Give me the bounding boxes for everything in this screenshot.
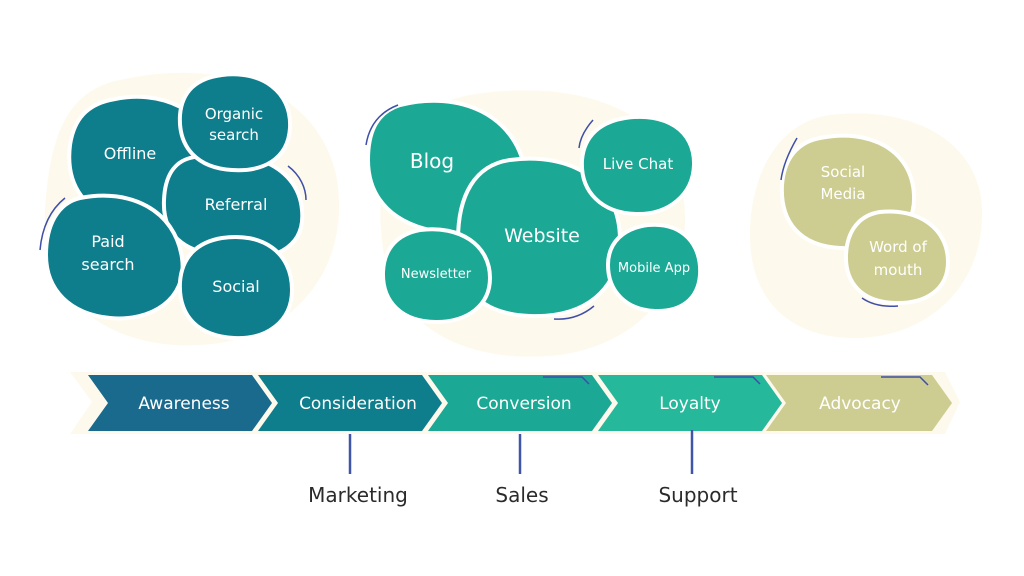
stage-label: Conversion xyxy=(476,394,571,414)
channel-label: Live Chat xyxy=(603,155,674,173)
department-support: Support xyxy=(658,430,738,507)
stage-conversion: Conversion xyxy=(428,375,612,431)
channel-label: search xyxy=(209,126,259,144)
department-label: Marketing xyxy=(308,483,408,507)
accent-stroke xyxy=(861,297,899,307)
department-label: Sales xyxy=(495,483,548,507)
channel-bubble-live-chat: Live Chat xyxy=(579,114,697,217)
stage-consideration: Consideration xyxy=(258,375,442,431)
channel-label: Word of xyxy=(869,238,928,256)
department-label: Support xyxy=(658,483,737,507)
stage-label: Awareness xyxy=(138,394,229,414)
accent-stroke xyxy=(881,376,929,386)
channel-bubble-word-of-mouth: Word of mouth xyxy=(843,209,951,306)
accent-stroke xyxy=(780,137,798,181)
stage-label: Advocacy xyxy=(819,394,901,414)
accent-stroke xyxy=(543,376,590,385)
channel-label: Blog xyxy=(410,149,454,173)
channel-bubble-mobile-app: Mobile App xyxy=(605,222,703,314)
accent-stroke xyxy=(553,305,595,320)
channel-label: Website xyxy=(504,225,580,247)
accent-stroke xyxy=(39,197,66,251)
departments: Marketing Sales Support xyxy=(308,430,738,507)
channel-label: Media xyxy=(820,185,865,203)
channel-bubble-newsletter: Newsletter xyxy=(380,227,493,325)
stage-advocacy: Advocacy xyxy=(766,375,952,431)
stage-label: Consideration xyxy=(299,394,417,414)
department-marketing: Marketing xyxy=(308,434,408,507)
channel-label: Newsletter xyxy=(401,267,472,282)
channel-label: Organic xyxy=(205,105,263,123)
accent-stroke xyxy=(287,165,307,201)
channel-bubble-social: Social xyxy=(177,235,295,341)
channel-label: Social xyxy=(821,163,865,181)
accent-stroke xyxy=(714,376,761,385)
stage-loyalty: Loyalty xyxy=(598,375,782,431)
stage-label: Loyalty xyxy=(659,394,721,414)
channel-label: Paid xyxy=(91,232,124,251)
channel-label: search xyxy=(81,255,134,274)
channel-label: Referral xyxy=(205,195,268,214)
channel-label: Social xyxy=(212,277,259,296)
channel-label: Offline xyxy=(104,144,157,163)
channel-label: Mobile App xyxy=(618,261,690,276)
channel-bubble-organic-search: Organic search xyxy=(177,72,293,173)
cluster-conversion: Blog Website Live Chat Newsletter Mobile… xyxy=(365,90,703,357)
department-sales: Sales xyxy=(495,434,549,507)
cluster-advocacy: Social Media Word of mouth xyxy=(749,113,983,339)
stage-awareness: Awareness xyxy=(88,375,272,431)
channel-label: mouth xyxy=(874,261,923,279)
stage-bar: Awareness Consideration Conversion Loyal… xyxy=(70,372,960,434)
accent-stroke xyxy=(365,104,399,146)
channel-bubble-referral: Referral xyxy=(161,151,305,261)
cluster-consideration: Offline Referral Organic search Paid sea… xyxy=(39,72,340,346)
accent-stroke xyxy=(578,119,594,149)
channel-bubble-paid-search: Paid search xyxy=(43,193,185,321)
